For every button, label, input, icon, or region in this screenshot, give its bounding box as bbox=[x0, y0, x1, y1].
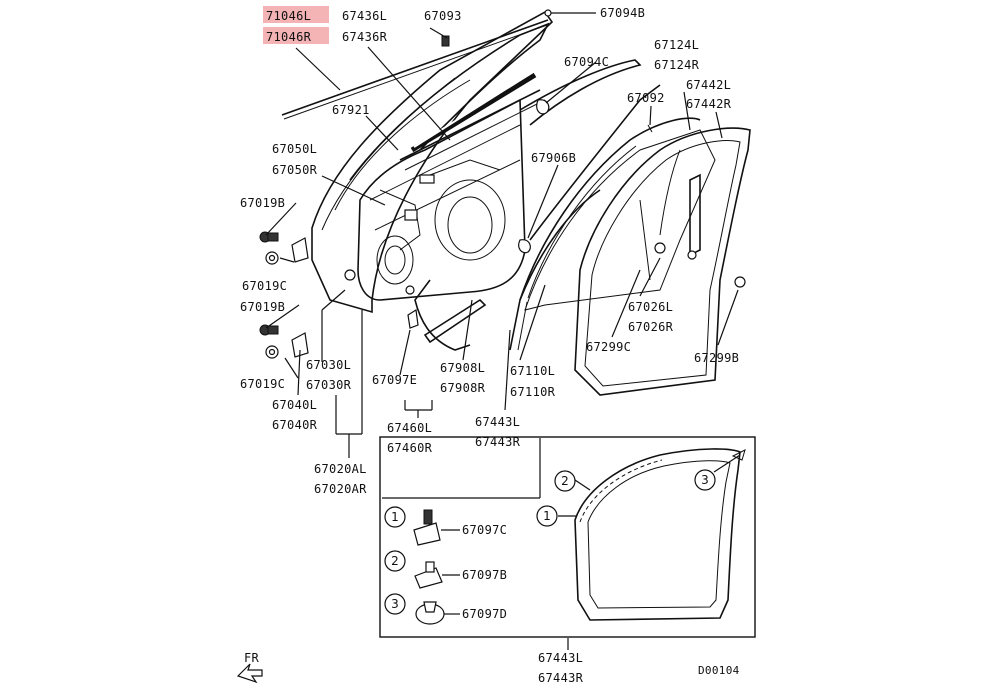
part-67092[interactable]: 67092 bbox=[627, 91, 665, 105]
part-67442r[interactable]: 67442R bbox=[686, 97, 732, 111]
key-2: 2 bbox=[391, 554, 399, 568]
part-67020ar[interactable]: 67020AR bbox=[314, 482, 367, 496]
highlight-71046l bbox=[263, 6, 329, 23]
part-67094b[interactable]: 67094B bbox=[600, 6, 645, 20]
diagram-code: D00104 bbox=[698, 664, 740, 677]
part-67040r[interactable]: 67040R bbox=[272, 418, 318, 432]
callout-1: 1 bbox=[543, 509, 551, 523]
part-67019b-lower[interactable]: 67019B bbox=[240, 300, 285, 314]
detail-inset-box bbox=[379, 436, 756, 638]
part-67094c[interactable]: 67094C bbox=[564, 55, 609, 69]
key-1: 1 bbox=[391, 510, 399, 524]
part-67019c-upper[interactable]: 67019C bbox=[242, 279, 287, 293]
part-67299b[interactable]: 67299B bbox=[694, 351, 739, 365]
part-67908r[interactable]: 67908R bbox=[440, 381, 486, 395]
part-67097b[interactable]: 67097B bbox=[462, 568, 507, 582]
part-67019b-upper[interactable]: 67019B bbox=[240, 196, 285, 210]
part-67093[interactable]: 67093 bbox=[424, 9, 462, 23]
part-71046l[interactable]: 71046L bbox=[266, 9, 311, 23]
part-67050r[interactable]: 67050R bbox=[272, 163, 318, 177]
part-67124l[interactable]: 67124L bbox=[654, 38, 699, 52]
part-67460l[interactable]: 67460L bbox=[387, 421, 432, 435]
part-67040l[interactable]: 67040L bbox=[272, 398, 317, 412]
part-67443l-top[interactable]: 67443L bbox=[475, 415, 520, 429]
part-67030r[interactable]: 67030R bbox=[306, 378, 352, 392]
callouts: 1 2 3 1 2 3 bbox=[384, 469, 716, 615]
callout-3: 3 bbox=[701, 473, 709, 487]
part-67921[interactable]: 67921 bbox=[332, 103, 370, 117]
front-label: FR bbox=[244, 651, 260, 665]
inset-weatherstrip-drawing bbox=[574, 448, 746, 621]
highlight-71046r bbox=[263, 27, 329, 44]
part-67443r-top[interactable]: 67443R bbox=[475, 435, 521, 449]
part-67097e[interactable]: 67097E bbox=[372, 373, 417, 387]
part-67124r[interactable]: 67124R bbox=[654, 58, 700, 72]
part-67110r[interactable]: 67110R bbox=[510, 385, 556, 399]
part-67908l[interactable]: 67908L bbox=[440, 361, 485, 375]
part-67443r-bottom[interactable]: 67443R bbox=[538, 671, 584, 685]
inset-clips bbox=[413, 509, 460, 625]
part-71046r[interactable]: 71046R bbox=[266, 30, 312, 44]
part-67460r[interactable]: 67460R bbox=[387, 441, 433, 455]
part-67442l[interactable]: 67442L bbox=[686, 78, 731, 92]
part-67019c-lower[interactable]: 67019C bbox=[240, 377, 285, 391]
door-assembly-drawing bbox=[259, 9, 751, 396]
part-67436l[interactable]: 67436L bbox=[342, 9, 387, 23]
part-67299c[interactable]: 67299C bbox=[586, 340, 631, 354]
part-67026r[interactable]: 67026R bbox=[628, 320, 674, 334]
part-67050l[interactable]: 67050L bbox=[272, 142, 317, 156]
key-3: 3 bbox=[391, 597, 399, 611]
leader-lines bbox=[265, 12, 741, 650]
part-67030l[interactable]: 67030L bbox=[306, 358, 351, 372]
part-67020al[interactable]: 67020AL bbox=[314, 462, 367, 476]
part-67443l-bottom[interactable]: 67443L bbox=[538, 651, 583, 665]
part-67110l[interactable]: 67110L bbox=[510, 364, 555, 378]
part-67097d[interactable]: 67097D bbox=[462, 607, 507, 621]
callout-2: 2 bbox=[561, 474, 569, 488]
part-67906b[interactable]: 67906B bbox=[531, 151, 576, 165]
part-number-labels: 71046L 71046R 67436L 67436R 67093 67094B… bbox=[240, 6, 740, 685]
front-direction-arrow-icon bbox=[236, 663, 263, 684]
part-67436r[interactable]: 67436R bbox=[342, 30, 388, 44]
part-67026l[interactable]: 67026L bbox=[628, 300, 673, 314]
part-67097c[interactable]: 67097C bbox=[462, 523, 507, 537]
